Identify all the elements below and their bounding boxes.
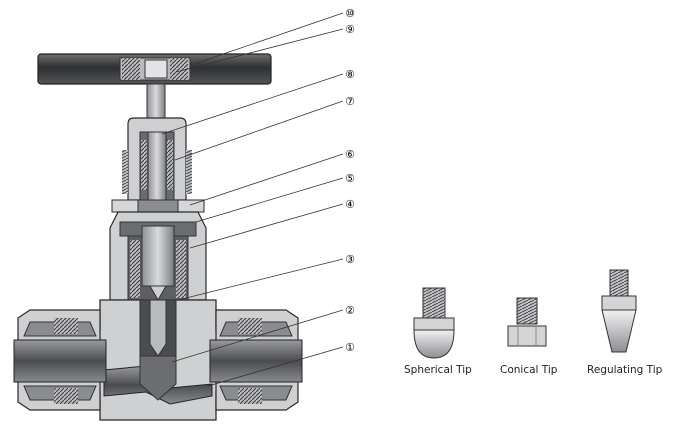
callout-8: ⑧ xyxy=(345,69,355,81)
spherical-tip-image xyxy=(413,287,455,359)
regulating-tip-image xyxy=(601,269,637,353)
conical-tip-image xyxy=(507,297,547,347)
callout-9: ⑨ xyxy=(345,24,355,36)
callout-5: ⑤ xyxy=(345,173,355,185)
packing-housing xyxy=(109,211,207,302)
spherical-tip-label: Spherical Tip xyxy=(404,364,472,376)
callout-1: ① xyxy=(345,342,355,354)
leader-lines xyxy=(161,12,344,387)
callout-3: ③ xyxy=(345,254,355,266)
handle-bar xyxy=(37,53,272,85)
lock-nut xyxy=(111,199,205,213)
left-fitting xyxy=(13,309,107,411)
right-fitting xyxy=(209,309,303,411)
callout-labels: ⑩ ⑨ ⑧ ⑦ ⑥ ⑤ ④ ③ ② ① xyxy=(345,8,355,354)
callout-6: ⑥ xyxy=(345,149,355,161)
valve-body xyxy=(83,299,233,421)
conical-tip-label: Conical Tip xyxy=(500,364,558,376)
callout-7: ⑦ xyxy=(345,96,355,108)
bonnet xyxy=(122,117,192,201)
callout-10: ⑩ xyxy=(345,8,355,20)
callout-4: ④ xyxy=(345,199,355,211)
regulating-tip-label: Regulating Tip xyxy=(587,364,663,376)
callout-2: ② xyxy=(345,305,355,317)
